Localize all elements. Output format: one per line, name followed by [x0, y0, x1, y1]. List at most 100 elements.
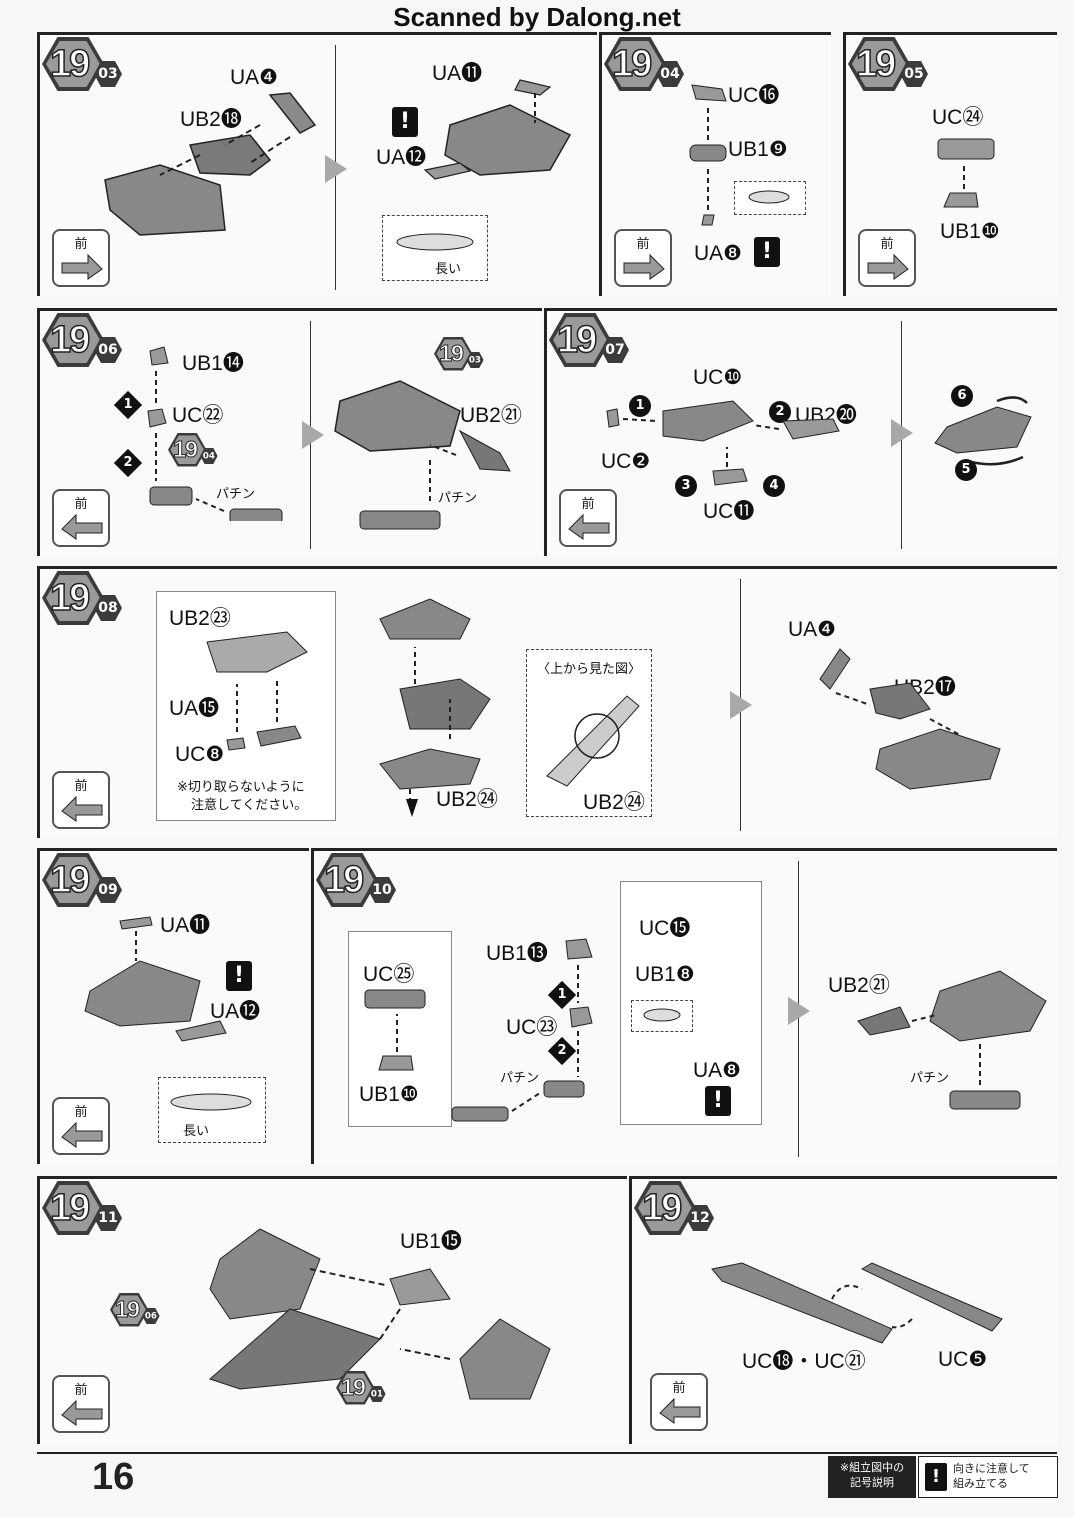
orientation-warning-icon: ! — [392, 107, 418, 137]
top-view-label: 〈上から見た図〉 — [537, 662, 642, 677]
subassembly-panel: UC㉕ UB1❿ — [348, 931, 452, 1127]
part-label: UA❹ — [230, 66, 278, 89]
long-label: 長い — [183, 1124, 210, 1139]
part-label: UA⓬ — [210, 1000, 261, 1023]
front-indicator: 前 — [559, 489, 617, 547]
part-label: UB1❽ — [635, 963, 695, 986]
armor-part-illustration — [689, 84, 727, 226]
front-indicator: 前 — [52, 489, 110, 547]
part-label: UB2㉑ — [460, 404, 522, 427]
sequence-marker: 4 — [763, 475, 785, 497]
click-sound: パチン — [216, 487, 256, 502]
sequence-marker: 3 — [675, 475, 697, 497]
page-number: 16 — [92, 1456, 135, 1498]
click-sound: パチン — [500, 1071, 540, 1086]
part-label: UB2㉔ — [436, 788, 498, 811]
orientation-warning-icon: ! — [226, 961, 252, 991]
step-19-03: 19 03 UA❹ UB2⓲ UA⓫ ! UA⓬ 長い 前 — [37, 32, 597, 296]
part-label: UA❽ — [693, 1059, 741, 1082]
detail-callout — [631, 1000, 693, 1032]
click-sound: パチン — [438, 491, 478, 506]
part-label: UC❿ — [693, 366, 743, 389]
front-indicator: 前 — [52, 1375, 110, 1433]
part-label: UA❹ — [788, 618, 836, 641]
front-indicator: 前 — [614, 229, 672, 287]
armor-part-illustration — [379, 598, 491, 817]
symbol-legend: ※組立図中の 記号説明 ! 向きに注意して 組み立てる — [828, 1456, 1058, 1498]
part-label: UB1❾ — [728, 138, 788, 161]
sequence-marker: 1 — [629, 395, 651, 417]
front-indicator: 前 — [650, 1373, 708, 1431]
orientation-warning-icon: ! — [925, 1463, 947, 1491]
detail-callout: 長い — [382, 215, 488, 281]
sequence-marker: 2 — [113, 448, 143, 478]
armor-part-illustration — [819, 648, 1001, 790]
part-label: UC⓯ — [639, 917, 691, 940]
legend-title: ※組立図中の 記号説明 — [828, 1456, 916, 1498]
armor-part-illustration — [147, 346, 283, 521]
front-indicator: 前 — [52, 771, 110, 829]
orientation-warning-icon: ! — [754, 237, 780, 267]
part-label: UC㉔ — [932, 106, 984, 129]
part-label: UA⓬ — [376, 146, 427, 169]
detail-callout — [734, 181, 806, 215]
part-label: UA⓫ — [160, 914, 211, 937]
part-label: UC⓫ — [703, 500, 755, 523]
armor-part-illustration — [937, 138, 995, 208]
armor-part-illustration — [423, 79, 572, 180]
detail-callout: 長い — [158, 1077, 266, 1143]
part-label: UC❽ — [175, 743, 225, 766]
front-indicator: 前 — [52, 1097, 110, 1155]
part-label: UC❺ — [938, 1348, 988, 1371]
part-label: UC❷ — [601, 450, 651, 473]
cut-note: ※切り取らないように — [177, 780, 305, 795]
part-label: UB1❿ — [359, 1083, 419, 1106]
part-label: UC㉕ — [363, 963, 415, 986]
part-label: UA❽ — [694, 242, 742, 265]
armor-part-illustration — [334, 380, 511, 530]
click-sound: パチン — [910, 1071, 950, 1086]
part-label: UB2㉔ — [583, 791, 645, 814]
top-view-callout: 〈上から見た図〉 UB2㉔ — [526, 649, 652, 817]
part-label: UA⓫ — [432, 62, 483, 85]
armor-part-illustration — [857, 970, 1047, 1110]
part-label: UB1⓮ — [182, 352, 244, 375]
part-label: UB1❿ — [940, 220, 1000, 243]
scan-credit: Scanned by Dalong.net — [393, 2, 681, 32]
subassembly-panel: UB2㉓ UA⓯ UC❽ ※切り取らないように 注意してください。 — [156, 591, 336, 821]
sequence-marker: 5 — [955, 459, 977, 481]
footer-rule — [37, 1452, 1057, 1454]
part-label: UB2㉑ — [828, 974, 890, 997]
sequence-marker: 2 — [769, 401, 791, 423]
sequence-marker: 6 — [951, 385, 973, 407]
front-indicator: 前 — [52, 229, 110, 287]
armor-part-illustration — [606, 400, 840, 486]
step-badge: 19 03 — [42, 37, 122, 91]
weapon-part-illustration — [711, 1262, 1003, 1344]
legend-entry: ! 向きに注意して 組み立てる — [918, 1456, 1058, 1498]
part-label: UA⓯ — [169, 697, 220, 720]
armor-part-illustration — [209, 1228, 551, 1400]
part-label: UB2⓲ — [180, 108, 242, 131]
orientation-warning-icon: ! — [705, 1086, 731, 1116]
part-label: UC⓰ — [728, 84, 780, 107]
part-label: UC㉒ — [172, 404, 224, 427]
part-label: UB1⓭ — [486, 942, 548, 965]
armor-part-illustration — [934, 396, 1032, 466]
front-indicator: 前 — [858, 229, 916, 287]
long-label: 長い — [435, 262, 462, 277]
subassembly-panel: UC⓯ UB1❽ UA❽ ! — [620, 881, 762, 1125]
part-label: UB1⓯ — [400, 1230, 462, 1253]
part-label: UC㉓ — [506, 1016, 558, 1039]
